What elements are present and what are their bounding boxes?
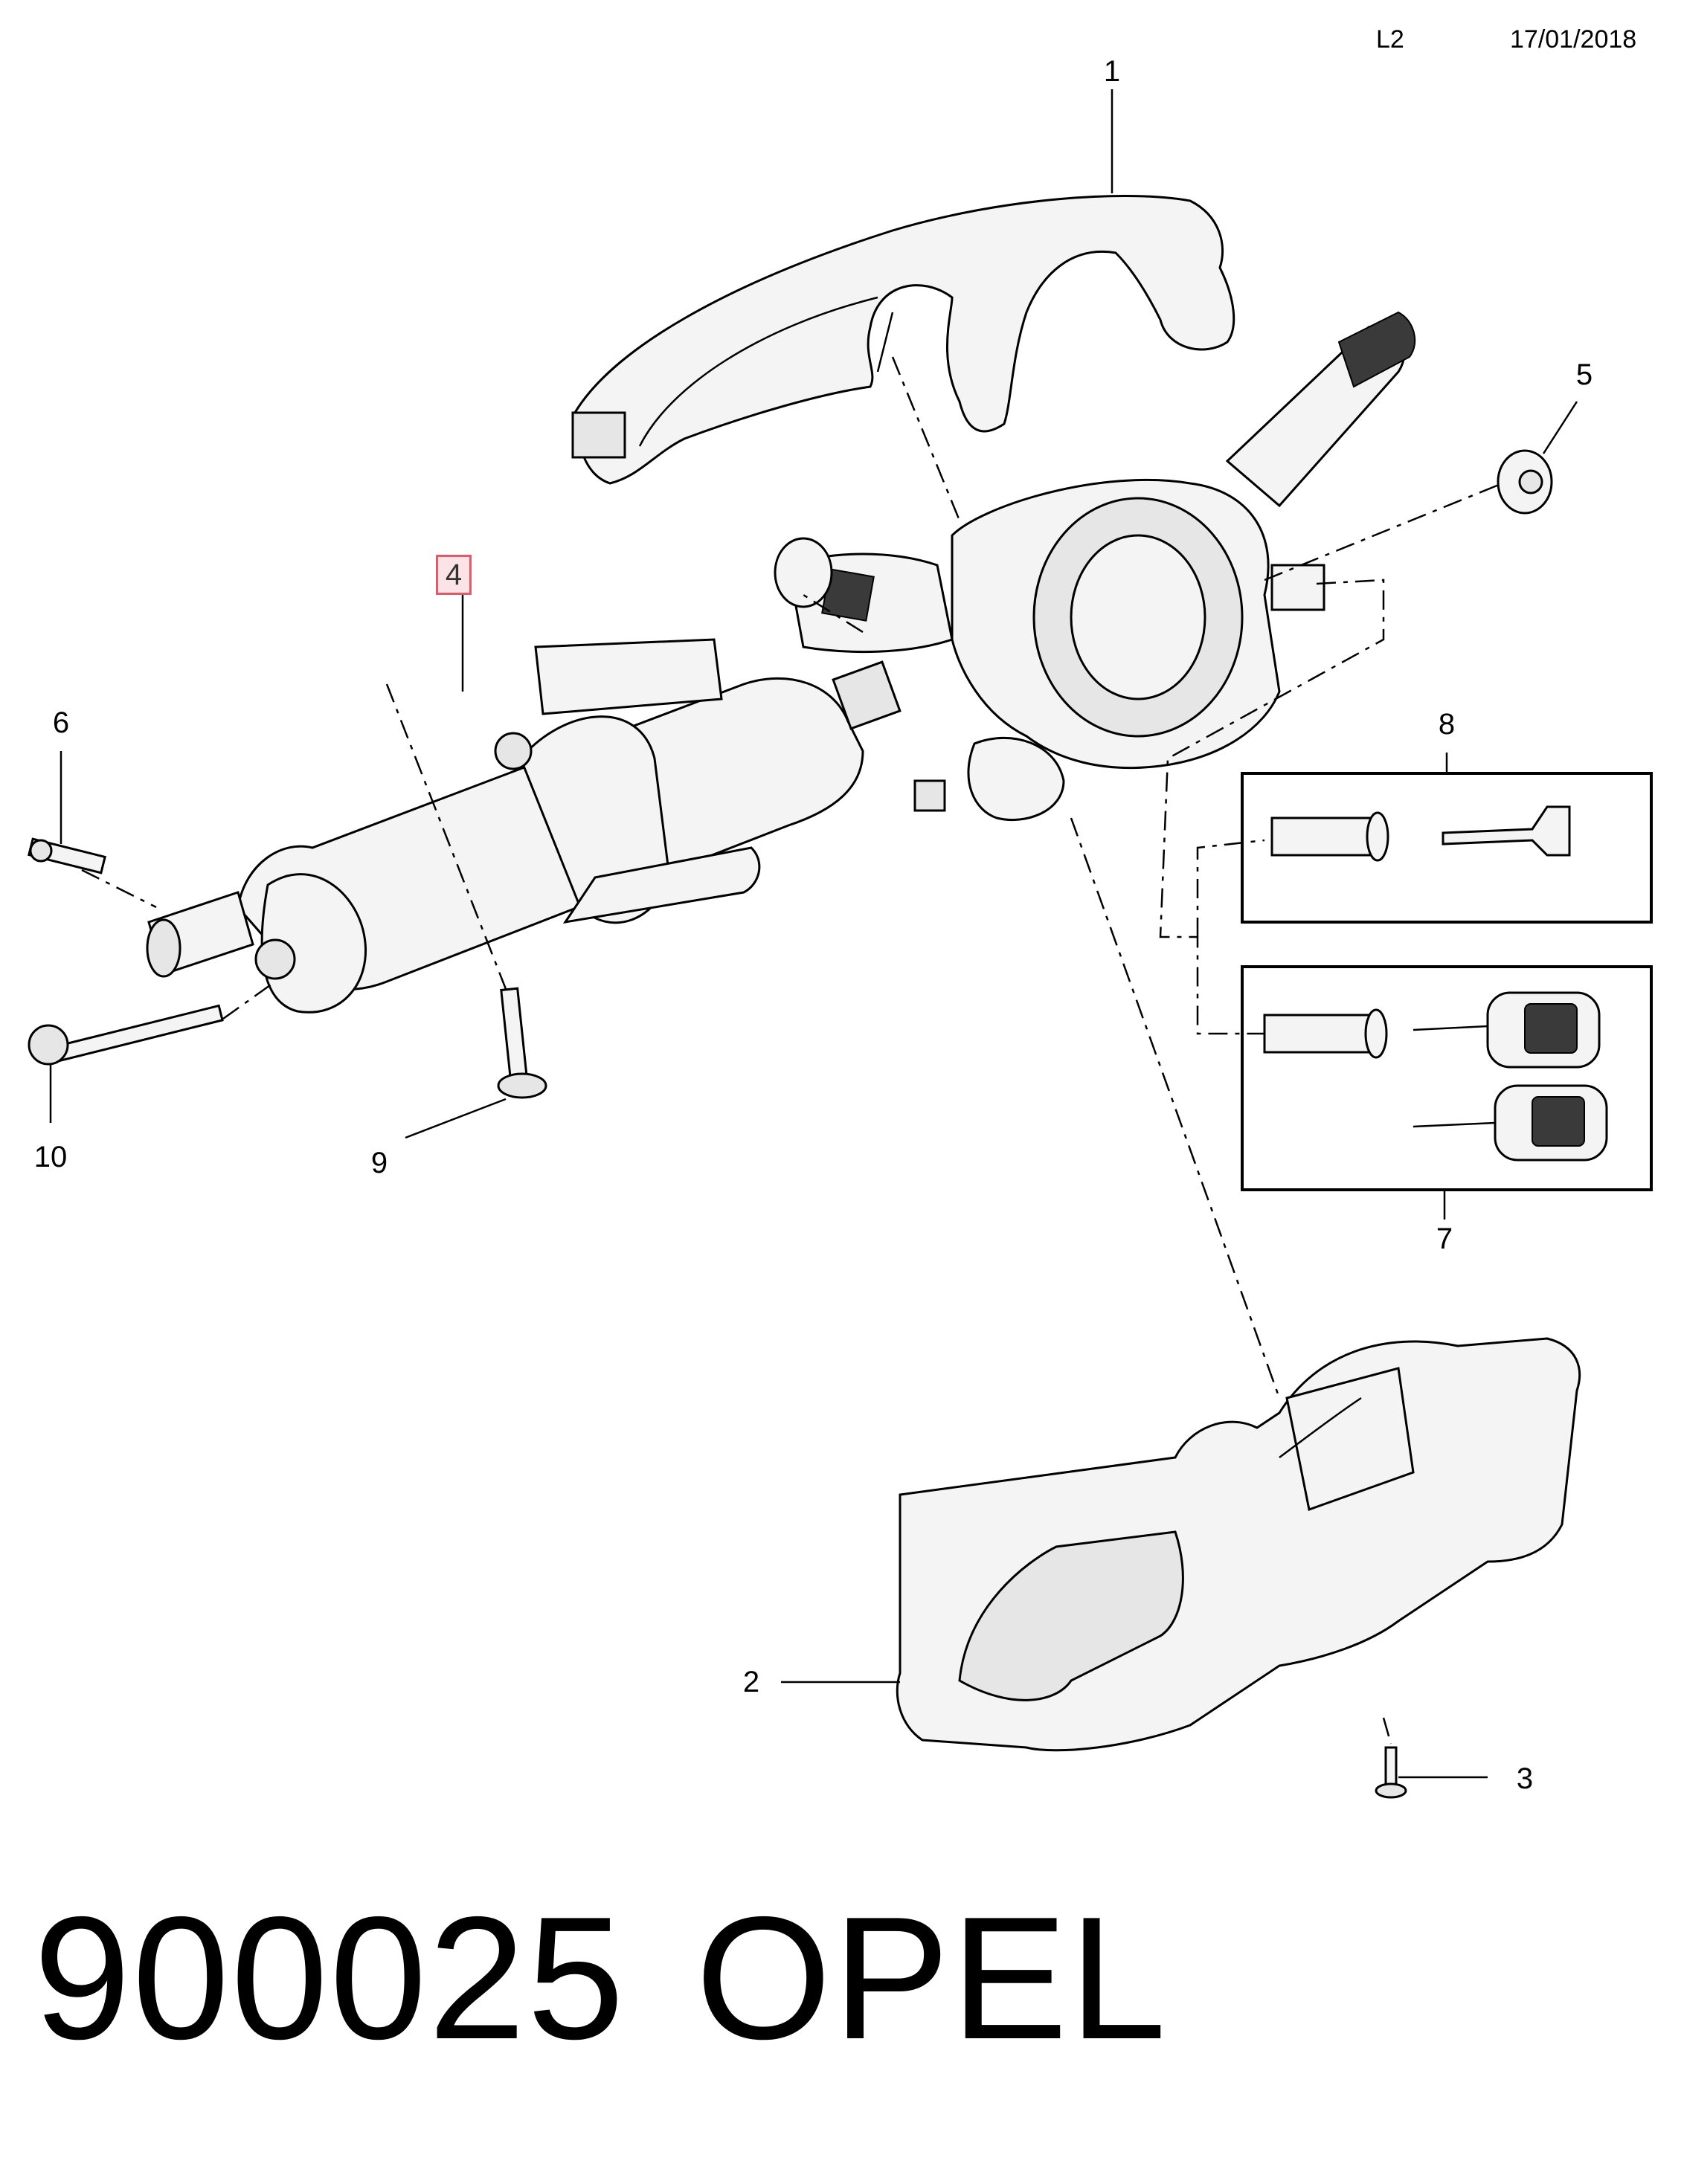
part-number: 900025 <box>33 1880 626 2075</box>
callout-7: 7 <box>1436 1223 1453 1255</box>
sheet-date: 17/01/2018 <box>1510 25 1637 54</box>
callout-3: 3 <box>1516 1762 1534 1795</box>
kit-box-7 <box>1241 965 1653 1191</box>
leader-5 <box>1542 401 1578 454</box>
callout-10: 10 <box>33 1141 68 1173</box>
upper-cover-part[interactable] <box>571 194 1235 485</box>
callout-1: 1 <box>1103 55 1121 88</box>
assembly-line-e <box>81 869 157 909</box>
lock-cylinder-part-8[interactable] <box>1270 805 1571 862</box>
callout-5: 5 <box>1575 358 1593 391</box>
assembly-line-i <box>1159 579 1385 1035</box>
combination-switch-part[interactable] <box>774 311 1416 822</box>
sheet-code: L2 <box>1376 25 1404 54</box>
cap-fastener-part[interactable] <box>1497 449 1553 515</box>
bolt-part-10[interactable] <box>28 1004 224 1066</box>
brand-name: OPEL <box>695 1880 1168 2075</box>
assembly-line-a <box>891 356 961 521</box>
callout-8: 8 <box>1438 708 1456 741</box>
callout-4[interactable]: 4 <box>436 555 472 595</box>
callout-6: 6 <box>52 706 70 739</box>
bolt-part-6[interactable] <box>28 837 106 874</box>
assembly-line-j <box>1196 839 1265 937</box>
steering-column-part[interactable] <box>146 638 902 1014</box>
assembly-line-h <box>1382 1717 1392 1745</box>
callout-2: 2 <box>742 1666 760 1698</box>
assembly-line-c <box>1264 483 1500 582</box>
assembly-line-f <box>222 980 276 1020</box>
screw-part-3[interactable] <box>1375 1746 1407 1799</box>
bolt-part-9[interactable] <box>497 987 547 1099</box>
assembly-line-d <box>803 593 864 634</box>
lower-cover-part[interactable] <box>896 1337 1581 1752</box>
lock-cylinder-part-7[interactable] <box>1263 991 1608 1162</box>
callout-9: 9 <box>370 1147 388 1179</box>
leader-9 <box>405 1098 507 1139</box>
assembly-line-g <box>385 683 507 990</box>
assembly-line-b <box>1070 817 1281 1399</box>
